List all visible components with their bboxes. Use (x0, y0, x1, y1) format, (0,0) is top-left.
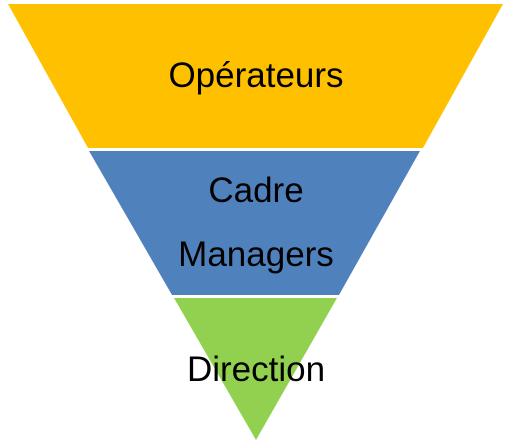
tier-operateurs-shape (8, 4, 503, 148)
tier-cadre-managers-label-line-2: Managers (178, 235, 334, 274)
tier-direction-label: Direction (187, 350, 325, 389)
tier-operateurs-label: Opérateurs (168, 56, 343, 95)
tier-direction-shape (174, 298, 337, 440)
tier-cadre-managers-shape (89, 151, 420, 295)
tier-cadre-managers-label-line-1: Cadre (208, 171, 303, 210)
